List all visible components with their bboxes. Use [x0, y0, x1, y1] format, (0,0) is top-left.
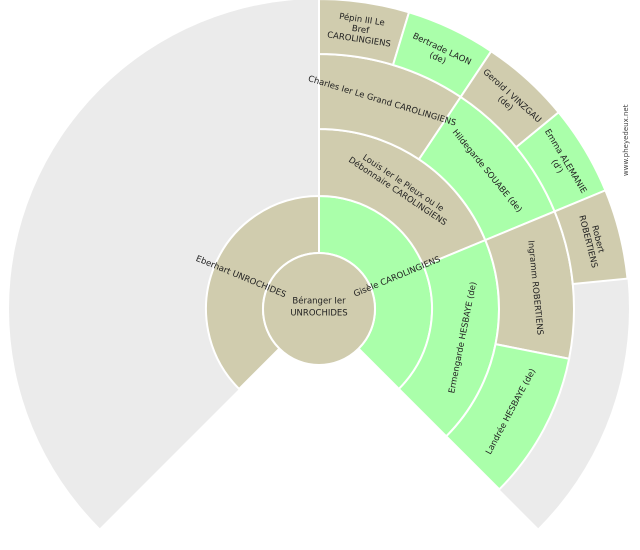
- ancestor-sector-g4-5[interactable]: [553, 189, 629, 286]
- ancestor-sector-g3-4[interactable]: [444, 342, 571, 491]
- ancestor-name-line: Bref: [351, 24, 371, 37]
- center-person-name: Béranger Ier: [292, 296, 346, 307]
- center-person-surname: UNROCHIDES: [290, 309, 347, 319]
- watermark-text: www.pheyedeux.net: [622, 104, 630, 176]
- center-person-circle[interactable]: [262, 252, 376, 366]
